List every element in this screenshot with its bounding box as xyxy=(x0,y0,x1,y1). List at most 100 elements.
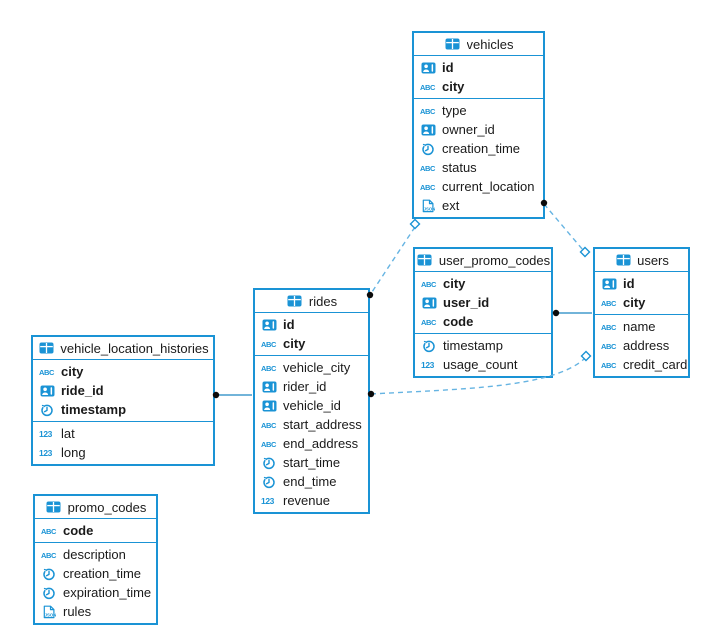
column-row-timestamp[interactable]: timestamp xyxy=(415,336,551,355)
relationship-vehicles-rides[interactable] xyxy=(369,226,416,296)
column-label: city xyxy=(443,276,466,291)
column-label: credit_card xyxy=(623,357,688,372)
column-row-creation_time[interactable]: creation_time xyxy=(35,564,156,583)
svg-text:ABC: ABC xyxy=(41,527,57,536)
svg-text:ABC: ABC xyxy=(261,421,277,430)
column-label: rider_id xyxy=(283,379,327,394)
table-header[interactable]: vehicle_location_histories xyxy=(33,337,213,360)
column-row-start_address[interactable]: ABC start_address xyxy=(255,415,368,434)
svg-text:123: 123 xyxy=(261,496,275,506)
column-row-user_id[interactable]: user_id xyxy=(415,293,551,312)
svg-text:ABC: ABC xyxy=(421,280,437,289)
column-row-code[interactable]: ABC code xyxy=(35,521,156,540)
column-row-rider_id[interactable]: rider_id xyxy=(255,377,368,396)
text-column-icon: ABC xyxy=(419,81,437,92)
column-row-vehicle_id[interactable]: vehicle_id xyxy=(255,396,368,415)
text-column-icon: ABC xyxy=(260,338,278,349)
svg-text:123: 123 xyxy=(39,429,53,439)
column-label: revenue xyxy=(283,493,330,508)
timestamp-column-icon xyxy=(38,403,56,417)
svg-text:ABC: ABC xyxy=(601,361,617,370)
svg-text:JSON: JSON xyxy=(45,612,56,617)
table-icon xyxy=(286,295,304,307)
svg-text:ABC: ABC xyxy=(39,368,55,377)
column-row-owner_id[interactable]: owner_id xyxy=(414,120,543,139)
table-name: rides xyxy=(308,293,338,309)
table-icon xyxy=(37,342,55,354)
column-label: start_time xyxy=(283,455,341,470)
column-row-credit_card[interactable]: ABC credit_card xyxy=(595,355,688,374)
svg-text:ABC: ABC xyxy=(41,551,57,560)
column-label: current_location xyxy=(442,179,535,194)
table-header[interactable]: user_promo_codes xyxy=(415,249,551,272)
column-row-id[interactable]: id xyxy=(414,58,543,77)
column-label: ride_id xyxy=(61,383,104,398)
column-row-city[interactable]: ABC city xyxy=(415,274,551,293)
column-row-id[interactable]: id xyxy=(595,274,688,293)
text-column-icon: ABC xyxy=(600,321,618,332)
relationship-rides-users[interactable] xyxy=(370,358,585,395)
svg-text:ABC: ABC xyxy=(261,364,277,373)
column-row-current_location[interactable]: ABC current_location xyxy=(414,177,543,196)
column-label: city xyxy=(623,295,646,310)
column-row-start_time[interactable]: start_time xyxy=(255,453,368,472)
table-header[interactable]: vehicles xyxy=(414,33,543,56)
text-column-icon: ABC xyxy=(260,362,278,373)
column-row-creation_time[interactable]: creation_time xyxy=(414,139,543,158)
svg-text:123: 123 xyxy=(421,360,435,370)
column-row-ride_id[interactable]: ride_id xyxy=(33,381,213,400)
json-column-icon: JSON xyxy=(419,199,437,213)
relationship-vehicles-users[interactable] xyxy=(543,203,584,251)
table-header[interactable]: users xyxy=(595,249,688,272)
column-label: id xyxy=(442,60,454,75)
table-icon xyxy=(416,254,434,266)
column-row-expiration_time[interactable]: expiration_time xyxy=(35,583,156,602)
timestamp-column-icon xyxy=(260,456,278,470)
column-label: vehicle_city xyxy=(283,360,351,375)
timestamp-column-icon xyxy=(40,567,58,581)
column-row-id[interactable]: id xyxy=(255,315,368,334)
table-name: vehicles xyxy=(466,36,514,52)
numeric-column-icon: 123 xyxy=(420,359,438,370)
column-label: start_address xyxy=(283,417,362,432)
column-row-vehicle_city[interactable]: ABC vehicle_city xyxy=(255,358,368,377)
column-row-revenue[interactable]: 123 revenue xyxy=(255,491,368,510)
json-column-icon: JSON xyxy=(40,605,58,619)
table-header[interactable]: rides xyxy=(255,290,368,313)
column-row-timestamp[interactable]: timestamp xyxy=(33,400,213,419)
timestamp-column-icon xyxy=(419,142,437,156)
table-header[interactable]: promo_codes xyxy=(35,496,156,519)
identifier-column-icon xyxy=(38,385,56,397)
identifier-column-icon xyxy=(600,278,618,290)
column-label: creation_time xyxy=(442,141,521,156)
column-label: code xyxy=(63,523,94,538)
column-row-end_time[interactable]: end_time xyxy=(255,472,368,491)
svg-text:ABC: ABC xyxy=(420,183,436,192)
column-label: code xyxy=(443,314,474,329)
